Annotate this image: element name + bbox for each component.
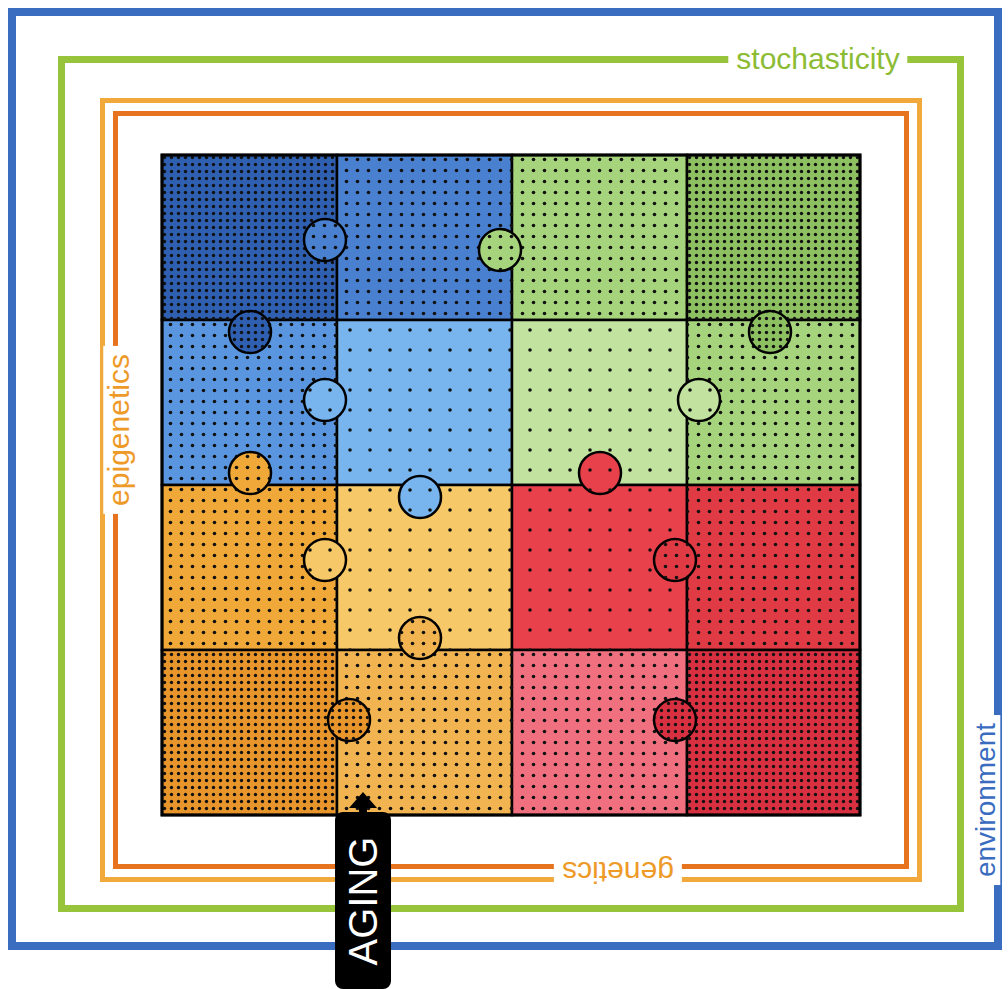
stochasticity-frame: stochasticityepigeneticsgenetics xyxy=(58,56,964,912)
aging-box: AGING xyxy=(335,812,391,989)
environment-frame: environmentstochasticityepigeneticsgenet… xyxy=(8,8,1002,950)
frame-label: environment xyxy=(971,715,1000,885)
frame-label: genetics xyxy=(554,856,682,888)
inner-frame-line xyxy=(113,111,909,869)
frame-label: epigenetics xyxy=(103,346,135,514)
genetics-frame: epigeneticsgenetics xyxy=(100,98,922,882)
frame-label: stochasticity xyxy=(728,43,907,75)
aging-label: AGING xyxy=(342,836,384,965)
